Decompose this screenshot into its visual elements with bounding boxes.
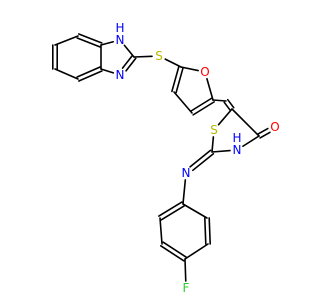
atom-n2: N <box>116 68 125 82</box>
bond-f4-cm <box>212 99 227 102</box>
atom-f: F <box>183 281 190 295</box>
bond-n2-c6 <box>100 68 115 74</box>
bond-cm-t5-second <box>226 98 235 109</box>
atom-n1-hydrogen: H <box>115 21 124 35</box>
bond-t2-n4-second <box>192 152 215 172</box>
bond-t4-o2 <box>259 131 271 139</box>
bond-layer <box>51 33 271 282</box>
bond-f1-f2 <box>171 65 180 93</box>
atom-n1: N <box>116 33 125 47</box>
bond-c7-n2 <box>121 54 134 69</box>
bond-p4-p5 <box>184 243 209 260</box>
bond-p1-p2 <box>158 201 183 217</box>
bond-t5-t4 <box>231 108 260 137</box>
bond-p4-f <box>184 258 187 282</box>
bond-c2-c3 <box>54 35 79 46</box>
bond-t2-s2 <box>211 136 215 153</box>
bond-c1-c2-second <box>76 37 101 48</box>
atom-n3: N <box>233 143 242 157</box>
atom-o2: O <box>270 120 279 134</box>
bond-p5-p6-second <box>204 217 207 245</box>
bond-c1-n1 <box>100 40 115 46</box>
bond-p5-p6 <box>208 217 211 245</box>
bond-c7-n2-second <box>125 57 137 72</box>
atom-s1: S <box>155 49 163 63</box>
bond-f1-f2-second <box>175 66 184 94</box>
atom-s2: S <box>210 123 218 137</box>
bond-t4-o2-second <box>257 127 269 135</box>
bond-c4-c5 <box>54 68 79 80</box>
bond-s2-t5 <box>217 108 233 126</box>
bond-p3-p4-second <box>162 241 188 258</box>
bond-s1-f1 <box>164 58 182 68</box>
bond-c5-c6-second <box>76 66 101 78</box>
bond-c1-c2 <box>78 33 103 44</box>
bond-n4-p1 <box>182 179 187 205</box>
atom-o1: O <box>200 65 209 79</box>
atom-n3-hydrogen: H <box>232 131 241 145</box>
bond-c5-c6 <box>78 70 103 82</box>
atom-n4: N <box>182 166 191 180</box>
bond-cm-t5 <box>223 101 232 112</box>
bond-p6-p1 <box>182 203 208 219</box>
bond-f3-f4-second <box>190 97 213 112</box>
bond-o1-f4 <box>206 77 214 101</box>
bond-f2-f3 <box>173 91 193 114</box>
bond-t2-n4 <box>189 149 212 168</box>
bond-n3-t2 <box>211 149 231 153</box>
bond-f3-f4 <box>192 101 215 116</box>
bond-p1-p2-second <box>160 205 185 221</box>
bond-c7-s1 <box>133 55 153 58</box>
bond-t4-n3 <box>242 135 260 148</box>
bond-p3-p4 <box>159 245 185 262</box>
bond-p2-p3 <box>159 217 163 245</box>
